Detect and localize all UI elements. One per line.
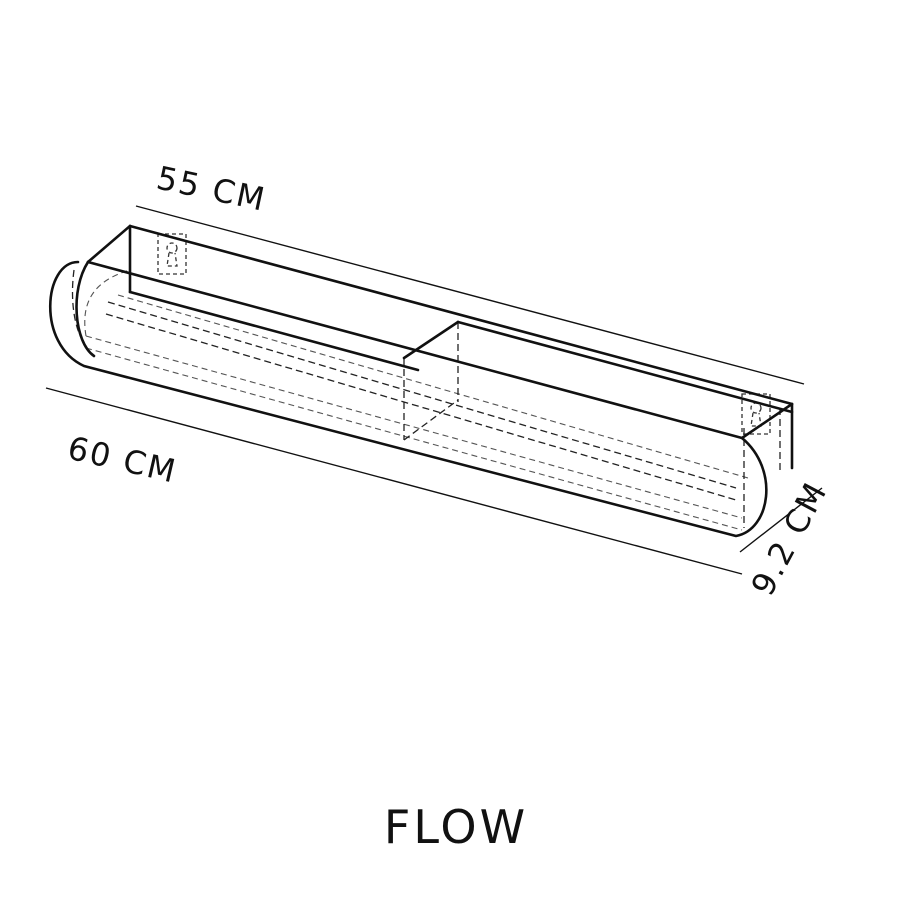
shelf-outline	[48, 224, 794, 538]
wall-bracket-left-icon	[157, 233, 187, 275]
back-length-dimension-line	[135, 205, 805, 385]
depth-dimension-line	[739, 487, 823, 553]
front-length-dimension-line	[45, 387, 743, 575]
hidden-edges	[71, 269, 781, 531]
back-length-label: 55 CM	[153, 159, 269, 219]
dimension-lines	[45, 205, 823, 575]
product-name: FLOW	[383, 800, 529, 854]
front-length-label: 60 CM	[64, 429, 181, 491]
